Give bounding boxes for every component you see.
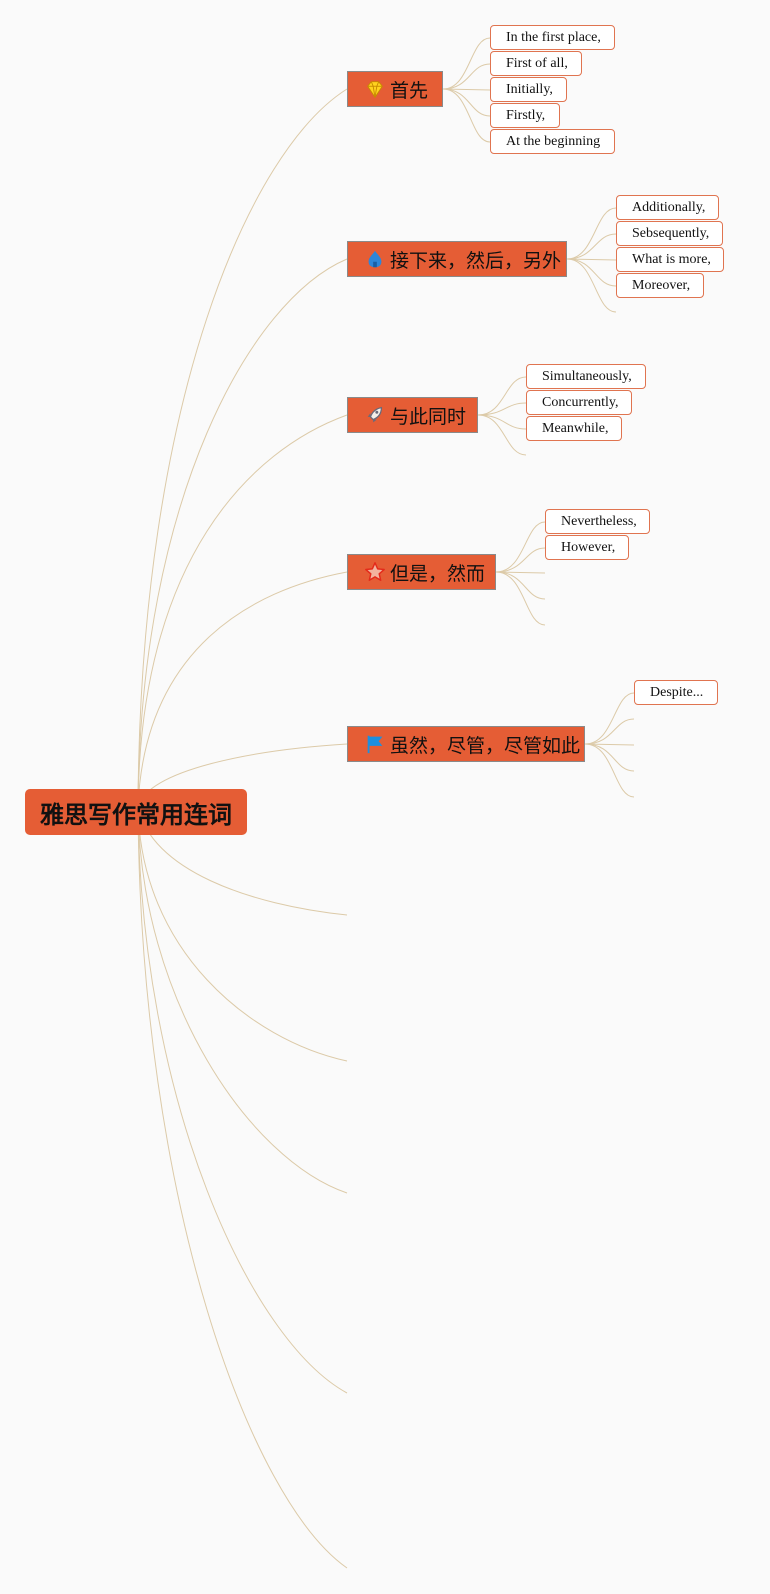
leaf-node-label: First of all, — [506, 55, 568, 71]
connector-root-empty-5 — [137, 805, 348, 1569]
leaf-node-label: However, — [561, 539, 616, 555]
leaf-node[interactable]: However, — [545, 535, 629, 560]
leaf-node-label: In the first place, — [506, 29, 601, 45]
connector-root-empty-2 — [137, 805, 348, 1062]
root-node[interactable]: 雅思写作常用连词 — [25, 789, 247, 835]
leaf-node-label: Moreover, — [632, 277, 691, 293]
leaf-node[interactable]: Moreover, — [616, 273, 704, 298]
leaf-node-label: Firstly, — [506, 107, 546, 123]
branch-node-label: 但是，然而 — [390, 562, 486, 585]
leaf-node[interactable]: Concurrently, — [526, 390, 632, 415]
connector-root-branch-3 — [137, 414, 348, 807]
leaf-node-label: Nevertheless, — [561, 513, 637, 529]
connector-root-branch-2 — [137, 258, 348, 807]
leaf-node[interactable]: Additionally, — [616, 195, 719, 220]
leaf-node[interactable]: Firstly, — [490, 103, 560, 128]
branch-node-label: 与此同时 — [390, 405, 467, 428]
flag-icon — [364, 733, 386, 755]
branch-node-label: 首先 — [390, 79, 429, 102]
leaf-node[interactable]: Despite... — [634, 680, 718, 705]
branch-node-label: 接下来，然后，另外 — [390, 249, 562, 272]
connector-root-branch-4 — [137, 571, 348, 807]
root-node-label: 雅思写作常用连词 — [40, 800, 232, 829]
leaf-node-label: Simultaneously, — [542, 368, 632, 384]
branch-node-first[interactable]: 首先 — [347, 71, 443, 107]
leaf-node[interactable]: In the first place, — [490, 25, 615, 50]
rocket-icon — [364, 404, 386, 426]
leaf-node-label: Concurrently, — [542, 394, 619, 410]
leaf-node[interactable]: What is more, — [616, 247, 724, 272]
branch-node-although[interactable]: 虽然，尽管，尽管如此 — [347, 726, 585, 762]
branch-node-meanwhile[interactable]: 与此同时 — [347, 397, 478, 433]
leaf-node-label: Despite... — [650, 684, 704, 700]
leaf-node[interactable]: First of all, — [490, 51, 582, 76]
leaf-node-label: Sebsequently, — [632, 225, 710, 241]
leaf-node-label: At the beginning — [506, 133, 601, 149]
leaf-node[interactable]: Sebsequently, — [616, 221, 723, 246]
connector-root-empty-4 — [137, 805, 348, 1394]
branch-node-label: 虽然，尽管，尽管如此 — [390, 734, 581, 757]
leaf-node-label: What is more, — [632, 251, 711, 267]
leaf-node[interactable]: Nevertheless, — [545, 509, 650, 534]
connector-root-empty-3 — [137, 805, 348, 1194]
leaf-node-label: Additionally, — [632, 199, 706, 215]
home-icon — [364, 248, 386, 270]
leaf-node[interactable]: Initially, — [490, 77, 567, 102]
star-icon — [364, 561, 386, 583]
branch-node-next[interactable]: 接下来，然后，另外 — [347, 241, 567, 277]
diamond-icon — [364, 78, 386, 100]
leaf-node-label: Meanwhile, — [542, 420, 609, 436]
connector-root-branch-1 — [137, 88, 348, 807]
leaf-node[interactable]: At the beginning — [490, 129, 615, 154]
leaf-node-label: Initially, — [506, 81, 553, 97]
leaf-node[interactable]: Simultaneously, — [526, 364, 646, 389]
branch-node-however[interactable]: 但是，然而 — [347, 554, 496, 590]
leaf-node[interactable]: Meanwhile, — [526, 416, 622, 441]
